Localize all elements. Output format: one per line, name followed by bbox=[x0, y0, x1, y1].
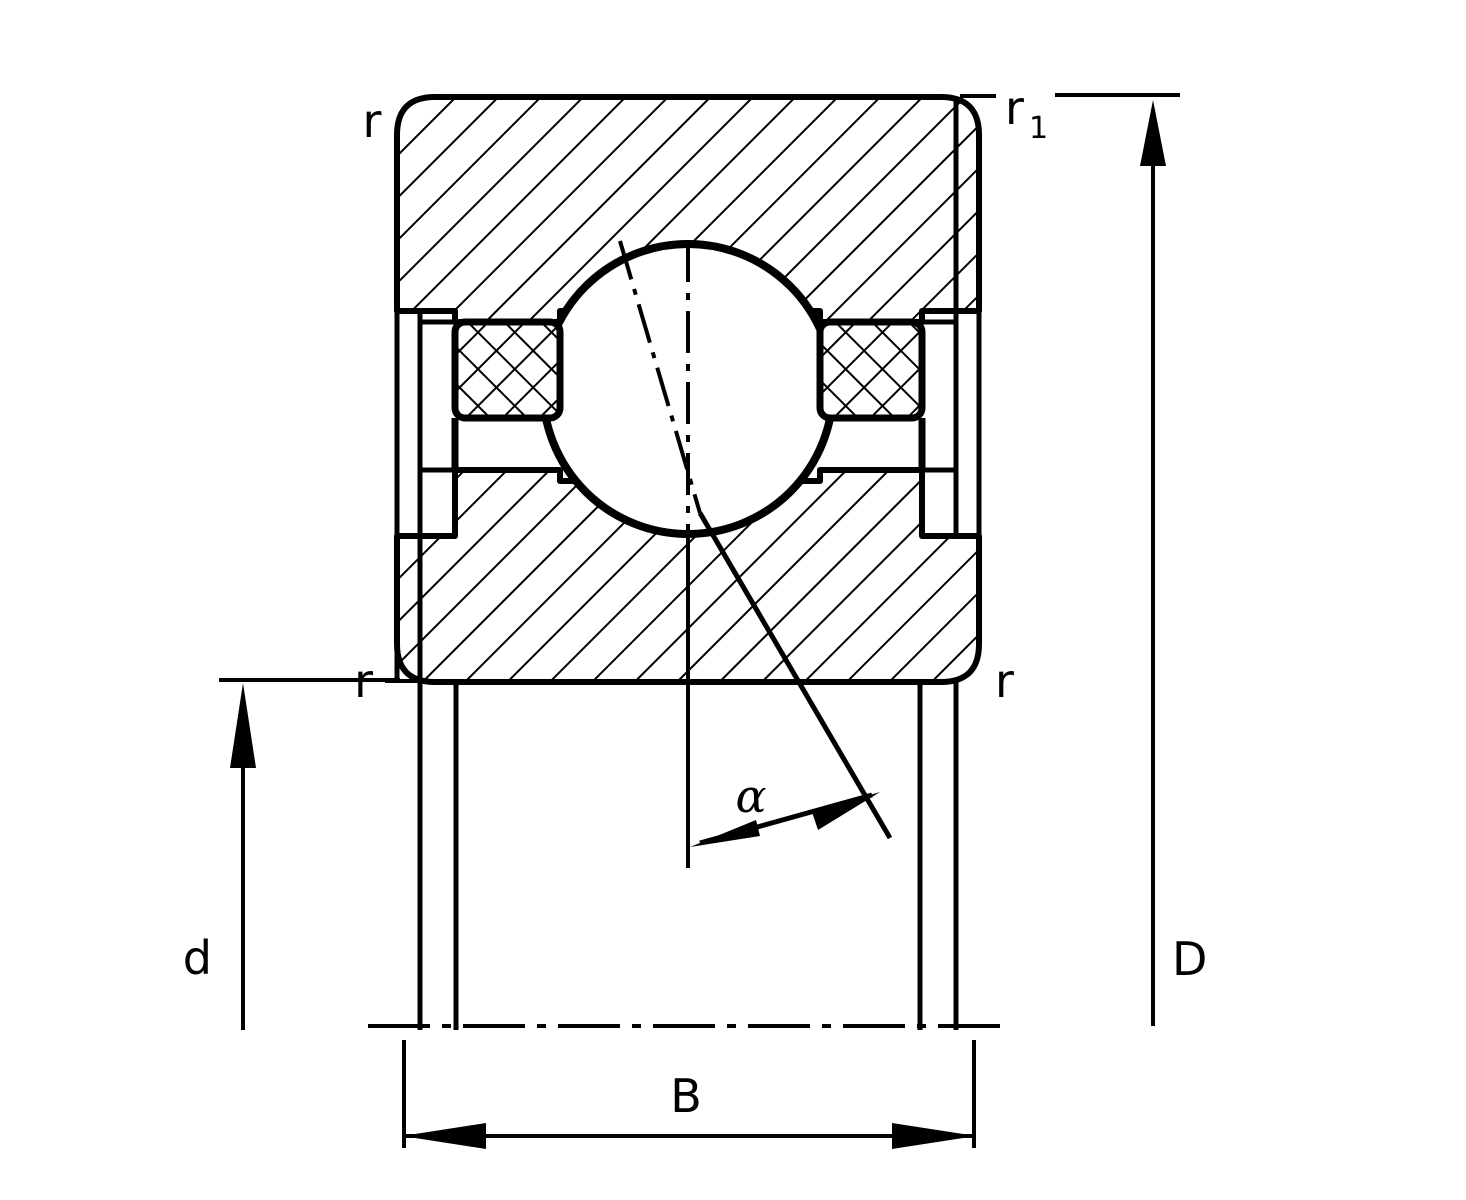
r-top-left-label: r bbox=[363, 94, 382, 148]
d-label: d bbox=[183, 931, 212, 985]
B-label: B bbox=[670, 1069, 702, 1123]
bore-extension-lines bbox=[417, 682, 959, 1030]
dimension-D bbox=[1055, 93, 1180, 1026]
r1-top-right-subscript: 1 bbox=[1029, 111, 1048, 146]
B-arrowhead-right bbox=[892, 1123, 976, 1149]
alpha-angle-indicator bbox=[690, 792, 880, 847]
D-label: D bbox=[1172, 932, 1207, 986]
dimension-d bbox=[219, 678, 400, 1030]
cage-left bbox=[451, 318, 564, 422]
D-arrowhead bbox=[1140, 100, 1166, 166]
d-arrowhead bbox=[230, 683, 256, 768]
raceway-outlines bbox=[394, 97, 982, 682]
cage-supports bbox=[451, 418, 926, 470]
cage-right bbox=[816, 318, 926, 422]
alpha-arrow-left bbox=[690, 820, 760, 847]
contact-angle-line-lower bbox=[697, 511, 893, 840]
r1-top-right-label: r bbox=[1005, 81, 1024, 135]
r-bottom-right-label: r bbox=[995, 654, 1014, 708]
r-bottom-left-label: r bbox=[354, 654, 373, 708]
contact-angle-line-upper bbox=[618, 240, 702, 514]
B-arrowhead-left bbox=[402, 1123, 486, 1149]
alpha-label: α bbox=[735, 769, 766, 823]
dimension-B bbox=[402, 1040, 976, 1149]
alpha-arrow-right bbox=[812, 792, 880, 830]
